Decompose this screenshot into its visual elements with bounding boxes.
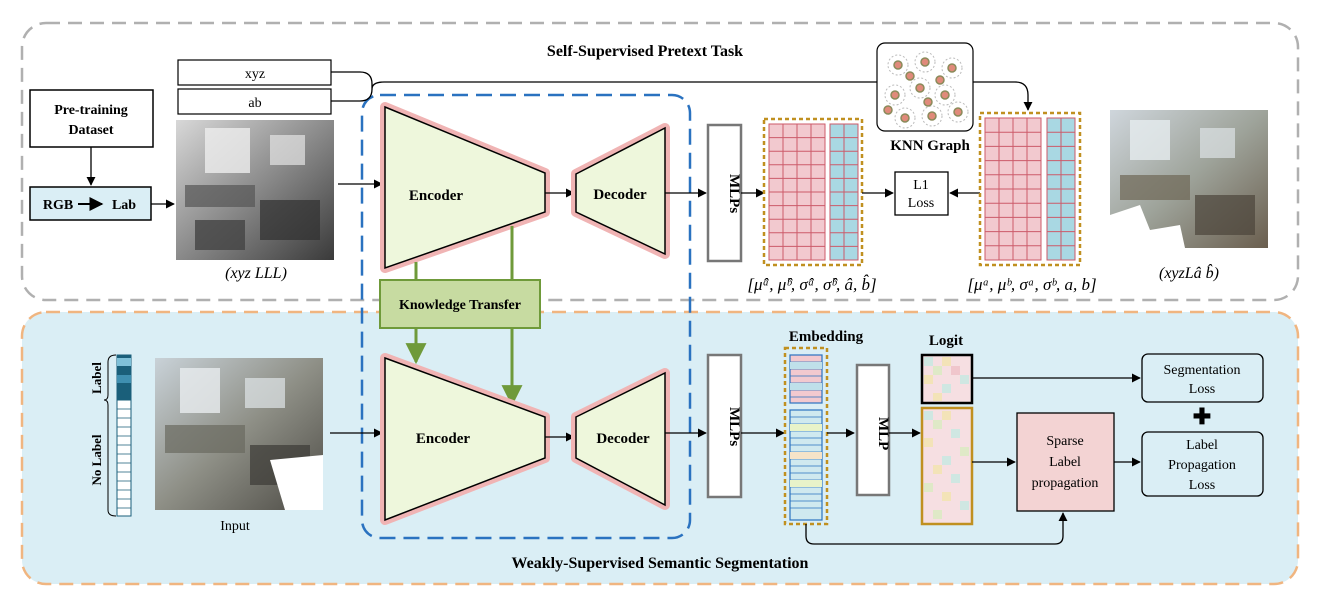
- colorized-room-image: [1110, 110, 1268, 248]
- embedding-label: Embedding: [789, 329, 864, 345]
- knn-graph-icon: [876, 42, 974, 132]
- logit-labeled-block: [920, 353, 974, 405]
- top-image-caption: (xyz LLL): [225, 265, 287, 282]
- no-label-side-text: No Label: [89, 434, 104, 485]
- pred-grid-blue: [829, 123, 859, 261]
- seg-loss-line2: Loss: [1189, 382, 1215, 397]
- top-encoder: [384, 105, 546, 270]
- pretraining-dataset-box: [29, 89, 154, 148]
- label-side-text: Label: [89, 362, 104, 394]
- mlp-box: [855, 363, 891, 497]
- ab-box: [177, 88, 332, 115]
- lp-loss-line1: Label: [1186, 438, 1218, 453]
- sparse-line3: propagation: [1032, 476, 1099, 491]
- bottom-mlps-box: [706, 353, 743, 499]
- seg-loss-line1: Segmentation: [1164, 363, 1241, 378]
- bottom-mlps-label: MLPs: [726, 407, 742, 446]
- lp-loss-line3: Loss: [1189, 478, 1215, 493]
- bottom-decoder: [575, 371, 666, 507]
- rgb-label: RGB: [43, 198, 73, 213]
- top-panel: [20, 21, 1300, 302]
- sparse-line1: Sparse: [1046, 434, 1083, 449]
- xyz-label: xyz: [245, 67, 265, 82]
- top-mlps-label: MLPs: [726, 174, 742, 213]
- plus-icon: ✚: [1193, 404, 1211, 429]
- network-box: [360, 93, 692, 540]
- pred-grid-border: [762, 117, 864, 267]
- knowledge-transfer-box: [379, 279, 541, 329]
- embedding-to-sparse-arrow: [805, 512, 1068, 545]
- logit-label: Logit: [929, 333, 963, 349]
- label-bar: [116, 354, 132, 517]
- knowledge-transfer-label: Knowledge Transfer: [399, 298, 521, 313]
- logit-unlabeled-block: [920, 406, 974, 526]
- l1-loss-line1: L1: [913, 178, 929, 193]
- l1-loss-line2: Loss: [908, 196, 934, 211]
- ab-label: ab: [248, 96, 261, 111]
- sparse-line2: Label: [1049, 455, 1081, 470]
- top-decoder-label: Decoder: [593, 187, 647, 203]
- top-mlps-box: [706, 123, 743, 263]
- predicted-stats: [μ̂ᵃ, μ̂ᵇ, σ̂ᵃ, σ̂ᵇ, â, b̂]: [747, 275, 876, 294]
- lab-label: Lab: [112, 198, 136, 213]
- l1-loss-box: [894, 171, 949, 216]
- pretraining-dataset-line1: Pre-training: [54, 103, 128, 118]
- input-room-image: [155, 358, 323, 510]
- bottom-encoder: [384, 356, 546, 522]
- input-caption: Input: [220, 519, 250, 534]
- label-brace: [103, 354, 117, 517]
- pred-grid-pink: [768, 123, 826, 261]
- top-panel-title: Self-Supervised Pretext Task: [547, 43, 743, 60]
- top-decoder: [575, 126, 666, 256]
- knn-graph-label: KNN Graph: [890, 138, 970, 154]
- grayscale-room-image: [176, 120, 334, 260]
- top-encoder-label: Encoder: [409, 188, 464, 204]
- label-propagation-loss-box: [1141, 431, 1264, 497]
- bottom-panel-title: Weakly-Supervised Semantic Segmentation: [512, 555, 809, 572]
- sparse-label-propagation-box: [1016, 412, 1115, 512]
- target-grid-pink: [984, 117, 1042, 261]
- bottom-encoder-label: Encoder: [416, 431, 471, 447]
- embedding-vectors: [789, 354, 823, 521]
- lp-loss-line2: Propagation: [1168, 458, 1236, 473]
- segmentation-loss-box: [1141, 353, 1264, 403]
- pretraining-dataset-line2: Dataset: [68, 123, 113, 138]
- mlp-label: MLP: [875, 417, 891, 450]
- target-stats: [μᵃ, μᵇ, σᵃ, σᵇ, a, b]: [967, 275, 1096, 294]
- xyz-box: [177, 59, 332, 86]
- target-grid-blue: [1046, 117, 1076, 261]
- right-image-caption: (xyzLâ b̂): [1159, 263, 1219, 282]
- target-grid-border: [978, 111, 1082, 267]
- xyz-ab-to-target-arrow: [331, 71, 1028, 110]
- bottom-decoder-label: Decoder: [596, 431, 650, 447]
